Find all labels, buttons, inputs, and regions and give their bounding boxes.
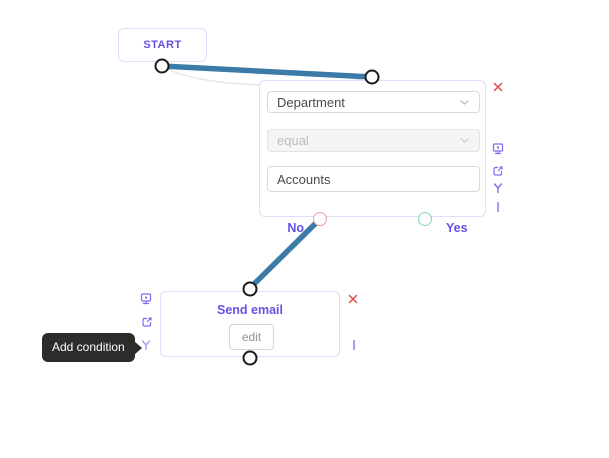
condition-value-field [267, 166, 480, 192]
edge-start-to-condition[interactable] [161, 63, 373, 80]
start-node-label: START [143, 39, 182, 51]
edge-no-to-send-email[interactable] [248, 217, 322, 290]
condition-operator-select[interactable]: equal [267, 129, 480, 152]
send-email-title: Send email [217, 303, 283, 317]
condition-field-select[interactable]: Department [267, 91, 480, 113]
branch-no-port[interactable] [313, 212, 327, 226]
delay-bar-icon[interactable] [492, 201, 505, 214]
branch-icon[interactable] [140, 339, 153, 352]
branch-icon[interactable] [492, 182, 505, 195]
branch-yes-port[interactable] [418, 212, 432, 226]
condition-node[interactable]: Department equal [259, 80, 486, 217]
redirect-icon[interactable] [492, 165, 505, 178]
condition-target-handle[interactable] [364, 69, 380, 85]
start-source-handle[interactable] [154, 58, 170, 74]
add-condition-tooltip: Add condition [42, 333, 142, 362]
tooltip-arrow [133, 340, 142, 355]
edit-button[interactable]: edit [229, 324, 274, 350]
condition-value-input[interactable] [277, 171, 470, 187]
branch-yes-label: Yes [446, 221, 468, 235]
send-email-target-handle[interactable] [242, 281, 258, 297]
delay-bar-icon[interactable] [348, 339, 361, 352]
start-node[interactable]: START [118, 28, 207, 62]
delete-x-icon[interactable] [493, 82, 504, 93]
condition-field-select-value: Department [277, 94, 345, 110]
branch-no-label: No [287, 221, 304, 235]
delete-x-icon[interactable] [348, 294, 359, 305]
screen-icon[interactable] [492, 143, 505, 156]
send-email-node[interactable]: Send email edit [160, 291, 340, 357]
screen-icon[interactable] [140, 293, 153, 306]
chevron-down-icon [459, 137, 470, 144]
tooltip-text: Add condition [52, 340, 125, 354]
redirect-icon[interactable] [141, 316, 154, 329]
send-email-source-handle[interactable] [242, 350, 258, 366]
chevron-down-icon [459, 99, 470, 106]
condition-operator-select-value: equal [277, 133, 309, 148]
